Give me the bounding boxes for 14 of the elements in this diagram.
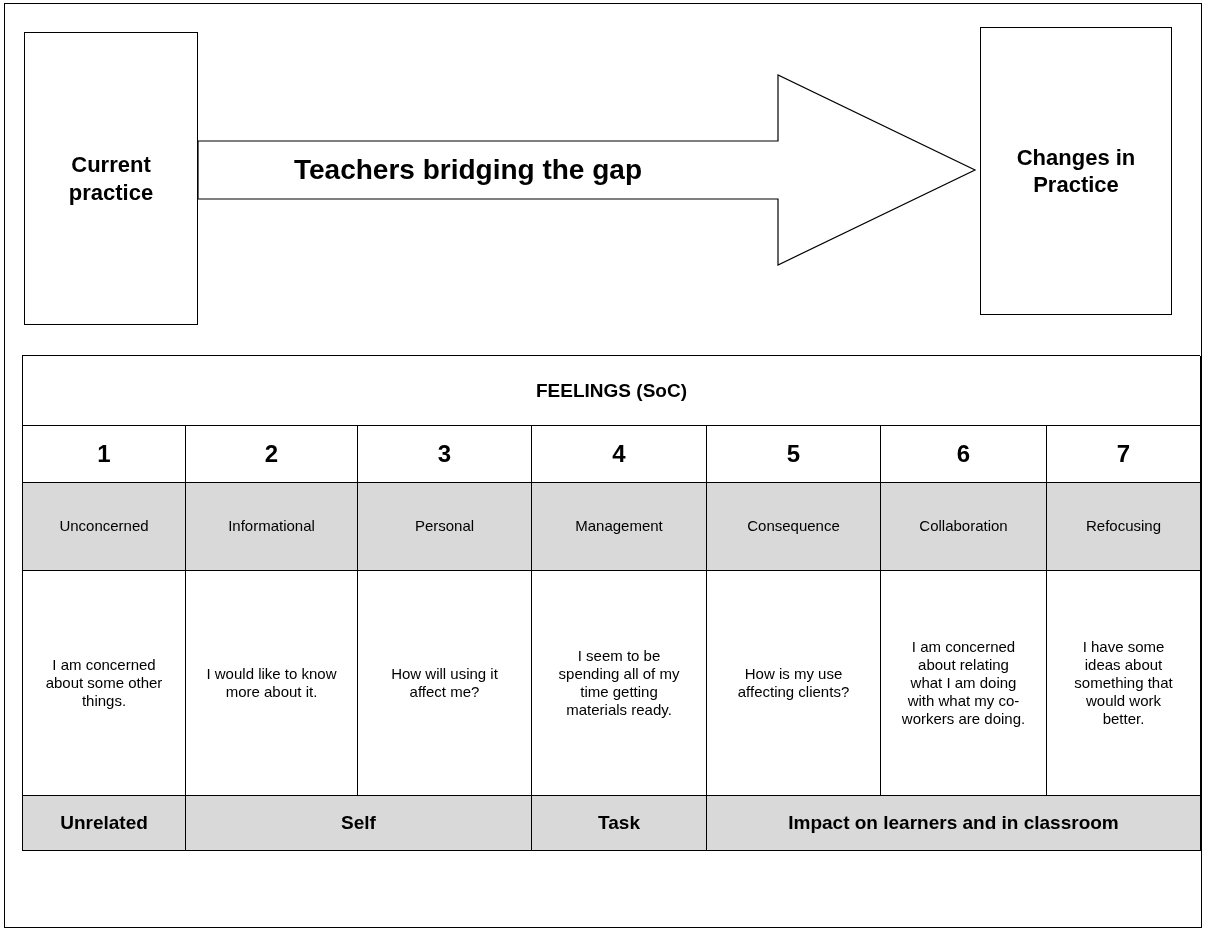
stage-name-cell: Unconcerned bbox=[23, 483, 186, 571]
stage-name-cell: Collaboration bbox=[881, 483, 1047, 571]
stage-name-cell: Management bbox=[532, 483, 707, 571]
process-box: Changes in Practice bbox=[980, 27, 1172, 315]
category-cell: Unrelated bbox=[23, 796, 186, 851]
category-cell: Impact on learners and in classroom bbox=[707, 796, 1201, 851]
process-box: Current practice bbox=[24, 32, 198, 325]
stage-name-cell: Refocusing bbox=[1047, 483, 1201, 571]
category-cell: Self bbox=[186, 796, 532, 851]
stage-name-cell: Personal bbox=[358, 483, 532, 571]
stage-name-cell: Informational bbox=[186, 483, 358, 571]
stage-name-cell: Consequence bbox=[707, 483, 881, 571]
category-cell: Task bbox=[532, 796, 707, 851]
table-header-cell: FEELINGS (SoC) bbox=[23, 356, 1201, 426]
